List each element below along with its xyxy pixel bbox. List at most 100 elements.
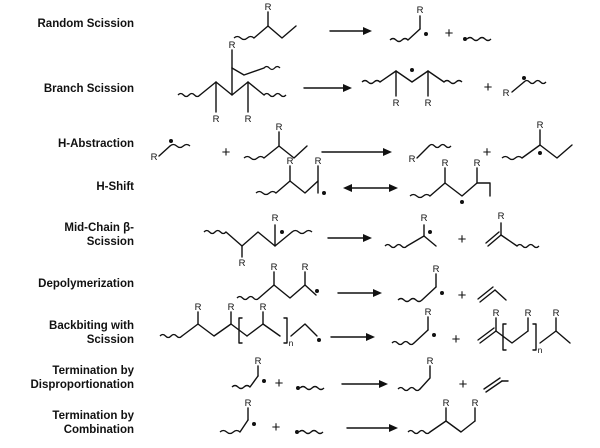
polymer-chain-wavy [517, 245, 539, 248]
substituent-r: R [433, 264, 440, 275]
bond [417, 146, 429, 158]
substituent-r: R [195, 302, 202, 313]
repeat-subscript: n [289, 338, 294, 348]
polymer-chain-wavy [398, 388, 420, 391]
bond [247, 324, 280, 336]
bond [407, 236, 436, 246]
substituent-r: R [409, 154, 416, 165]
substituent-r: R [315, 156, 322, 167]
bond [159, 146, 170, 156]
bond [240, 420, 248, 432]
radical-dot [538, 151, 542, 155]
polymer-chain-wavy [292, 231, 312, 234]
polymer-chain-wavy [299, 431, 323, 434]
bond [430, 183, 490, 196]
radical-dot [280, 230, 284, 234]
polymer-chain-wavy [390, 39, 408, 42]
plus-sign: + [452, 331, 461, 348]
radical-dot [295, 430, 299, 434]
radical-dot [440, 291, 444, 295]
substituent-r: R [425, 98, 432, 109]
polymer-chain-wavy [256, 192, 276, 195]
plus-sign: + [222, 144, 231, 161]
bond [380, 71, 444, 82]
bond [496, 331, 528, 343]
polymer-chain-wavy [170, 145, 190, 148]
substituent-r: R [421, 213, 428, 224]
bond [408, 29, 420, 40]
polymer-chain-wavy [300, 387, 324, 390]
substituent-r: R [503, 88, 510, 99]
plus-sign: + [484, 79, 493, 96]
arrow-head [379, 380, 388, 388]
bond [414, 330, 428, 343]
bond [232, 68, 264, 75]
substituent-r: R [417, 5, 424, 16]
substituent-r: R [443, 398, 450, 409]
polymer-chain-wavy [264, 67, 280, 70]
polymer-chain-wavy [244, 157, 264, 160]
arrow-head [366, 333, 375, 341]
substituent-r: R [393, 98, 400, 109]
radical-dot [296, 386, 300, 390]
bond [533, 324, 536, 350]
substituent-r: R [265, 2, 272, 13]
radical-dot [460, 200, 464, 204]
radical-dot [315, 289, 319, 293]
polymer-chain-wavy [429, 145, 451, 148]
bond [276, 181, 318, 193]
polymer-chain-wavy [204, 231, 226, 234]
substituent-r: R [525, 308, 532, 319]
arrow-head [389, 184, 398, 192]
bond [264, 146, 307, 158]
bond [422, 287, 436, 300]
radical-dot [262, 379, 266, 383]
substituent-r: R [260, 302, 267, 313]
bond [291, 324, 317, 336]
substituent-r: R [272, 213, 279, 224]
substituent-r: R [255, 356, 262, 367]
substituent-r: R [442, 158, 449, 169]
plus-sign: + [275, 375, 284, 392]
substituent-r: R [302, 262, 309, 273]
substituent-r: R [472, 398, 479, 409]
arrow-head [343, 84, 352, 92]
plus-sign: + [483, 144, 492, 161]
substituent-r: R [498, 211, 505, 222]
bond [182, 324, 247, 336]
plus-sign: + [458, 287, 467, 304]
repeat-subscript: n [538, 345, 543, 355]
polymer-chain-wavy [178, 94, 200, 97]
radical-dot [322, 191, 326, 195]
bond [284, 318, 287, 343]
polymer-chain-wavy [467, 38, 491, 41]
radical-dot [463, 37, 467, 41]
bond [430, 421, 475, 432]
polymer-chain-wavy [410, 195, 430, 198]
substituent-r: R [213, 114, 220, 125]
radical-dot [252, 422, 256, 426]
arrow-head [363, 234, 372, 242]
substituent-r: R [553, 308, 560, 319]
arrow-head [389, 424, 398, 432]
bond [495, 290, 506, 300]
bond [420, 366, 430, 389]
bond [250, 376, 258, 387]
substituent-r: R [245, 114, 252, 125]
substituent-r: R [271, 262, 278, 273]
substituent-r: R [245, 398, 252, 409]
plus-sign: + [459, 376, 468, 393]
bond [259, 285, 316, 298]
polymer-chain-wavy [362, 81, 380, 84]
radical-dot [522, 76, 526, 80]
radical-dot [428, 230, 432, 234]
polymer-chain-wavy [264, 94, 286, 97]
polymer-chain-wavy [220, 431, 240, 434]
arrow-head [373, 289, 382, 297]
substituent-r: R [474, 158, 481, 169]
bond [522, 145, 572, 158]
polymer-chain-wavy [237, 297, 259, 300]
substituent-r: R [229, 40, 236, 51]
polymer-chain-wavy [392, 342, 414, 345]
